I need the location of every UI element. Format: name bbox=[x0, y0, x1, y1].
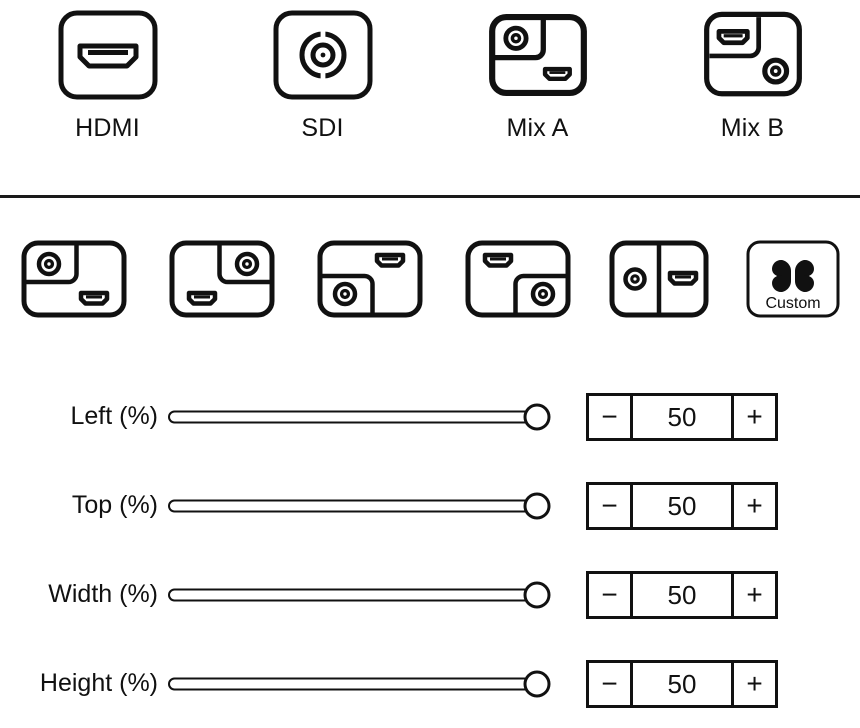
control-row-height: Height (%) − 50 + bbox=[0, 639, 860, 728]
slider-track bbox=[168, 410, 550, 423]
height-stepper: − 50 + bbox=[586, 659, 778, 708]
value-field[interactable]: 50 bbox=[667, 668, 697, 699]
section-divider bbox=[0, 195, 860, 198]
pip-sdi-bottom-left-icon bbox=[315, 238, 425, 325]
sdi-bnc-port-icon bbox=[271, 8, 375, 102]
control-label: Width (%) bbox=[48, 580, 158, 608]
slider-track bbox=[168, 677, 550, 690]
slider-thumb[interactable] bbox=[523, 581, 551, 608]
geometry-controls: Left (%) − 50 + Top (%) − 50 + Width (%) bbox=[0, 372, 860, 728]
left-stepper: − 50 + bbox=[586, 392, 778, 441]
slider-thumb[interactable] bbox=[523, 670, 551, 697]
increment-button[interactable]: + bbox=[731, 484, 775, 527]
value-field[interactable]: 50 bbox=[667, 579, 697, 610]
control-label: Left (%) bbox=[70, 402, 158, 430]
source-tile-sdi[interactable]: SDI bbox=[215, 0, 430, 196]
preset-pip-sdi-top-right[interactable] bbox=[148, 238, 296, 325]
mix-a-pip-sdi-over-hdmi-icon bbox=[486, 8, 590, 102]
source-label: Mix A bbox=[506, 114, 569, 142]
pip-sdi-bottom-right-icon bbox=[463, 238, 573, 325]
decrement-button[interactable]: − bbox=[589, 573, 633, 616]
increment-button[interactable]: + bbox=[731, 662, 775, 705]
source-tile-mix-a[interactable]: Mix A bbox=[430, 0, 645, 196]
source-label: Mix B bbox=[720, 114, 785, 142]
source-label: SDI bbox=[301, 114, 344, 142]
control-row-width: Width (%) − 50 + bbox=[0, 550, 860, 639]
quad-clover-icon bbox=[772, 260, 814, 292]
source-tile-mix-b[interactable]: Mix B bbox=[645, 0, 860, 196]
slider-track bbox=[168, 588, 550, 601]
increment-button[interactable]: + bbox=[731, 573, 775, 616]
height-slider[interactable] bbox=[168, 669, 564, 699]
mix-b-pip-hdmi-over-sdi-icon bbox=[701, 8, 805, 102]
top-stepper: − 50 + bbox=[586, 481, 778, 530]
preset-pip-sdi-bottom-left[interactable] bbox=[296, 238, 444, 325]
width-slider[interactable] bbox=[168, 580, 564, 610]
layout-preset-row: Custom bbox=[0, 238, 860, 348]
control-label: Top (%) bbox=[71, 491, 158, 519]
slider-track bbox=[168, 499, 550, 512]
preset-pip-sdi-bottom-right[interactable] bbox=[444, 238, 592, 325]
decrement-button[interactable]: − bbox=[589, 395, 633, 438]
pip-sdi-top-right-icon bbox=[167, 238, 277, 325]
width-stepper: − 50 + bbox=[586, 570, 778, 619]
left-slider[interactable] bbox=[168, 402, 564, 432]
top-slider[interactable] bbox=[168, 491, 564, 521]
value-field[interactable]: 50 bbox=[667, 490, 697, 521]
preset-pip-sdi-top-left[interactable] bbox=[0, 238, 148, 325]
split-screen-side-by-side-icon bbox=[607, 238, 711, 325]
control-label: Height (%) bbox=[39, 669, 158, 697]
value-field[interactable]: 50 bbox=[667, 401, 697, 432]
decrement-button[interactable]: − bbox=[589, 484, 633, 527]
slider-thumb[interactable] bbox=[523, 492, 551, 519]
source-label: HDMI bbox=[75, 114, 140, 142]
control-row-left: Left (%) − 50 + bbox=[0, 372, 860, 461]
custom-layout-button[interactable]: Custom bbox=[726, 238, 860, 325]
decrement-button[interactable]: − bbox=[589, 662, 633, 705]
source-selector-row: HDMI SDI Mix A bbox=[0, 0, 860, 196]
source-tile-hdmi[interactable]: HDMI bbox=[0, 0, 215, 196]
pip-sdi-top-left-icon bbox=[19, 238, 129, 325]
slider-thumb[interactable] bbox=[523, 403, 551, 430]
hdmi-port-icon bbox=[56, 8, 160, 102]
custom-label: Custom bbox=[765, 295, 820, 312]
control-row-top: Top (%) − 50 + bbox=[0, 461, 860, 550]
preset-split-screen[interactable] bbox=[592, 238, 726, 325]
increment-button[interactable]: + bbox=[731, 395, 775, 438]
